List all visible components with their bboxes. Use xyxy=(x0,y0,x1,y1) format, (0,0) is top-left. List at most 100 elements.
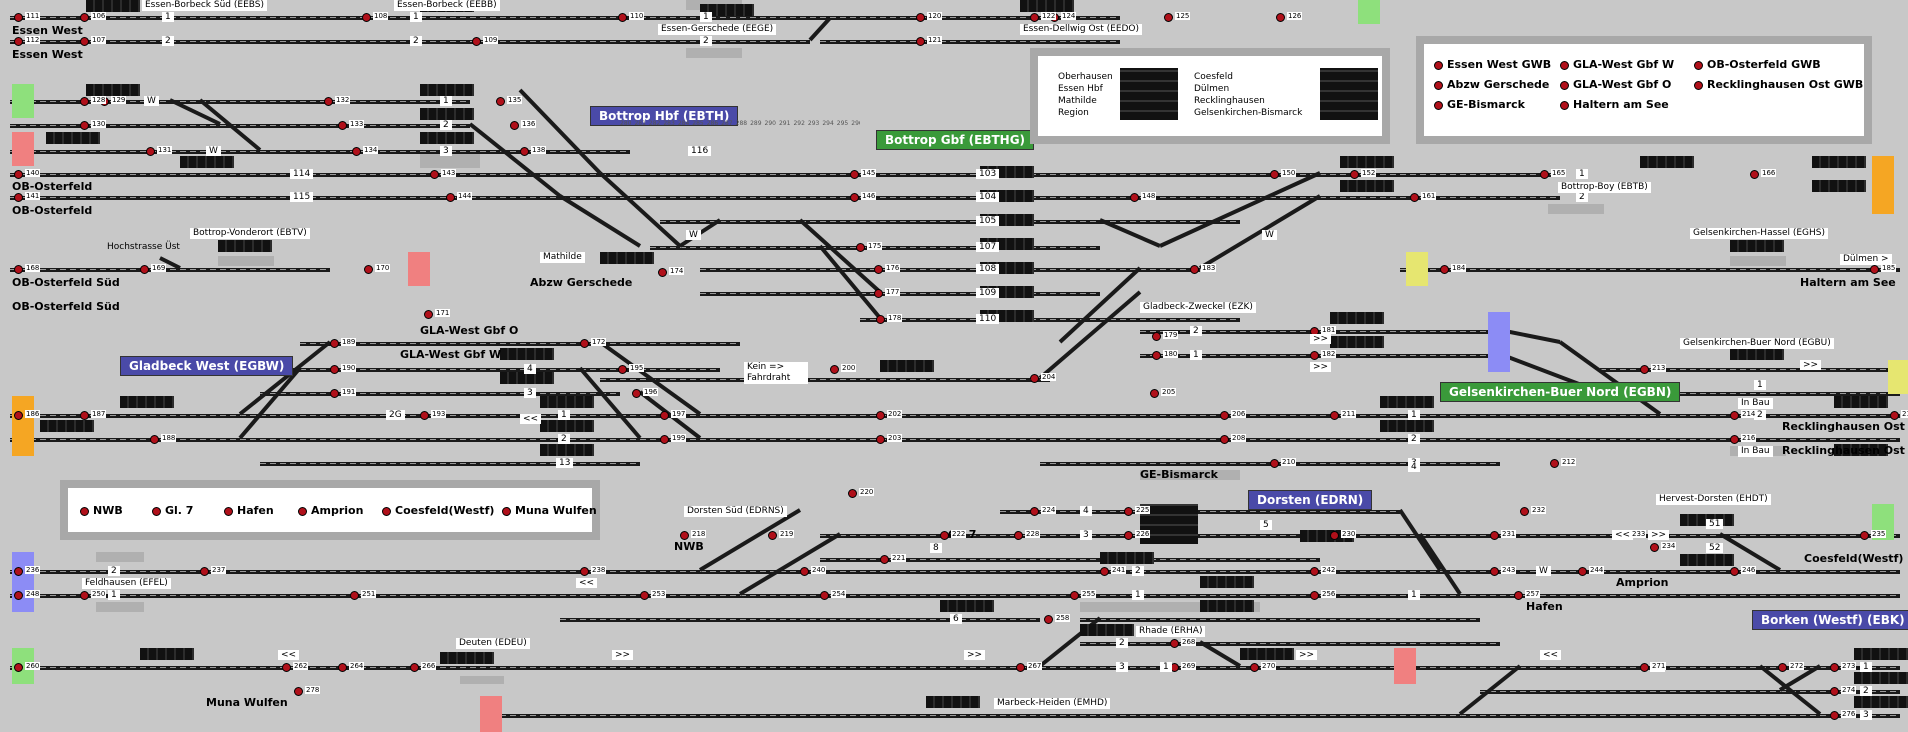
signal[interactable] xyxy=(876,315,885,324)
block-indicator[interactable] xyxy=(1854,648,1908,660)
signal[interactable] xyxy=(1490,567,1499,576)
signal[interactable] xyxy=(880,555,889,564)
signal[interactable] xyxy=(1152,351,1161,360)
direction-arrow[interactable]: >> xyxy=(964,650,986,660)
track[interactable] xyxy=(260,368,720,372)
track[interactable] xyxy=(10,16,1120,20)
signal[interactable] xyxy=(510,121,519,130)
signal[interactable] xyxy=(1640,365,1649,374)
signal[interactable] xyxy=(364,265,373,274)
track[interactable] xyxy=(1080,618,1480,622)
direction-arrow[interactable]: >> xyxy=(1648,530,1670,540)
block-indicator[interactable] xyxy=(700,4,754,16)
signal[interactable] xyxy=(1730,435,1739,444)
signal[interactable] xyxy=(1650,543,1659,552)
signal[interactable] xyxy=(200,567,209,576)
signal[interactable] xyxy=(848,489,857,498)
signal[interactable] xyxy=(324,97,333,106)
signal[interactable] xyxy=(1330,411,1339,420)
signal[interactable] xyxy=(1830,687,1839,696)
direction-arrow[interactable]: >> xyxy=(612,650,634,660)
track[interactable] xyxy=(820,534,1900,538)
signal[interactable] xyxy=(1870,265,1879,274)
block-indicator[interactable] xyxy=(1854,696,1908,708)
signal[interactable] xyxy=(660,435,669,444)
direction-arrow[interactable]: >> xyxy=(1310,362,1332,372)
block-indicator[interactable] xyxy=(1100,552,1154,564)
signal[interactable] xyxy=(1640,663,1649,672)
track[interactable] xyxy=(10,438,1900,442)
track[interactable] xyxy=(260,392,620,396)
signal[interactable] xyxy=(80,37,89,46)
signal[interactable] xyxy=(1190,265,1199,274)
signal[interactable] xyxy=(1310,567,1319,576)
signal[interactable] xyxy=(14,663,23,672)
signal[interactable] xyxy=(1730,411,1739,420)
signal[interactable] xyxy=(1030,374,1039,383)
signal[interactable] xyxy=(362,13,371,22)
signal[interactable] xyxy=(1330,531,1339,540)
block-indicator[interactable] xyxy=(1812,156,1866,168)
block-indicator[interactable] xyxy=(1340,180,1394,192)
track[interactable] xyxy=(10,570,1900,574)
signal[interactable] xyxy=(14,591,23,600)
signal[interactable] xyxy=(1124,531,1133,540)
gwb-legend-item[interactable]: Recklinghausen Ost GWB xyxy=(1694,78,1863,91)
signal[interactable] xyxy=(1550,459,1559,468)
block-indicator[interactable] xyxy=(540,444,594,456)
signal[interactable] xyxy=(80,591,89,600)
signal[interactable] xyxy=(1014,531,1023,540)
signal[interactable] xyxy=(446,193,455,202)
signal[interactable] xyxy=(916,37,925,46)
signal[interactable] xyxy=(330,339,339,348)
signal[interactable] xyxy=(820,591,829,600)
track[interactable] xyxy=(10,594,1900,598)
signal[interactable] xyxy=(940,531,949,540)
signal[interactable] xyxy=(1860,531,1869,540)
track[interactable] xyxy=(1080,642,1500,646)
signal[interactable] xyxy=(1520,507,1529,516)
track[interactable] xyxy=(10,100,470,104)
direction-arrow[interactable]: << xyxy=(576,578,598,588)
signal[interactable] xyxy=(80,97,89,106)
gwb-legend-item[interactable]: Haltern am See xyxy=(1560,98,1669,111)
track[interactable] xyxy=(860,318,1240,322)
direction-arrow[interactable]: << xyxy=(1540,650,1562,660)
signal[interactable] xyxy=(472,37,481,46)
track[interactable] xyxy=(1600,392,1900,396)
signal[interactable] xyxy=(1130,193,1139,202)
block-indicator[interactable] xyxy=(926,696,980,708)
signal[interactable] xyxy=(410,663,419,672)
signal[interactable] xyxy=(1730,567,1739,576)
signal[interactable] xyxy=(1310,351,1319,360)
block-indicator[interactable] xyxy=(1730,348,1784,360)
track[interactable] xyxy=(600,378,1050,382)
block-indicator[interactable] xyxy=(1834,396,1888,408)
signal[interactable] xyxy=(1578,567,1587,576)
track[interactable] xyxy=(10,150,630,154)
signal[interactable] xyxy=(916,13,925,22)
block-indicator[interactable] xyxy=(1330,336,1384,348)
signal[interactable] xyxy=(1016,663,1025,672)
signal[interactable] xyxy=(338,121,347,130)
signal[interactable] xyxy=(876,435,885,444)
signal[interactable] xyxy=(1310,591,1319,600)
track[interactable] xyxy=(10,124,470,128)
signal[interactable] xyxy=(1044,615,1053,624)
signal[interactable] xyxy=(640,591,649,600)
block-indicator[interactable] xyxy=(1300,530,1354,542)
signal[interactable] xyxy=(618,365,627,374)
block-indicator[interactable] xyxy=(540,420,594,432)
signal[interactable] xyxy=(768,531,777,540)
signal[interactable] xyxy=(1152,332,1161,341)
signal[interactable] xyxy=(680,531,689,540)
signal[interactable] xyxy=(1270,459,1279,468)
block-indicator[interactable] xyxy=(1812,180,1866,192)
signal[interactable] xyxy=(338,663,347,672)
signal[interactable] xyxy=(80,411,89,420)
block-indicator[interactable] xyxy=(86,0,140,12)
block-indicator[interactable] xyxy=(1380,420,1434,432)
signal[interactable] xyxy=(330,389,339,398)
block-indicator[interactable] xyxy=(420,132,474,144)
block-indicator[interactable] xyxy=(500,348,554,360)
